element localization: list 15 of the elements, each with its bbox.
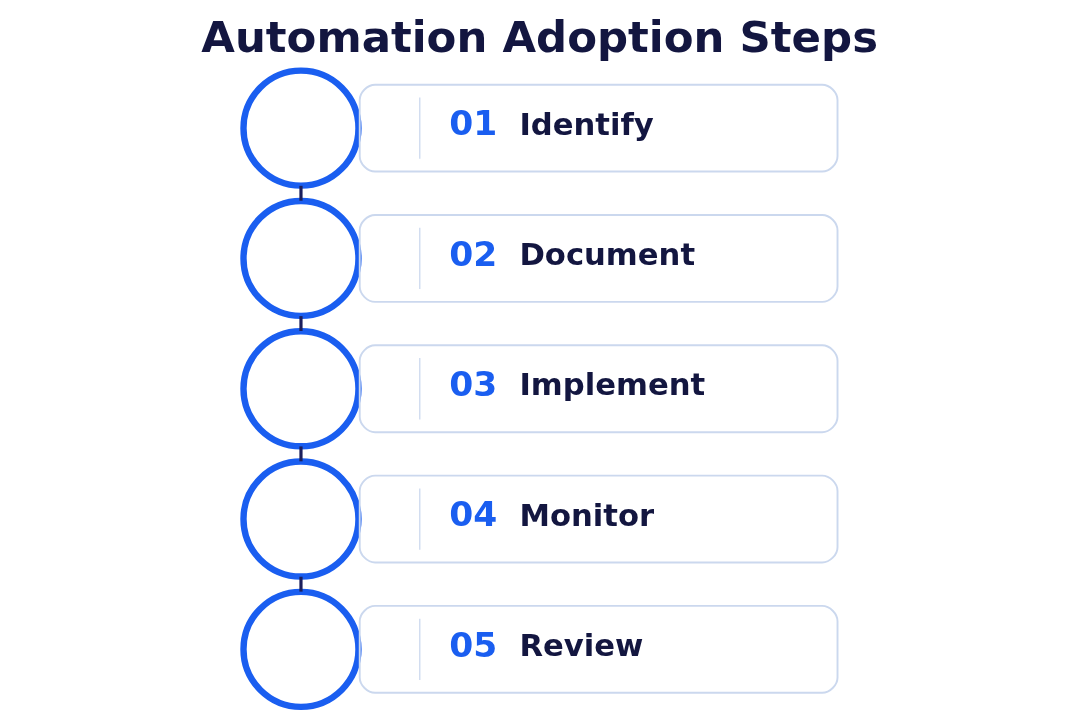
node-circle: [239, 328, 362, 450]
node-circle: [239, 458, 362, 580]
node-circle: [239, 67, 362, 189]
node-circle: [239, 588, 362, 711]
node-box: 05 Review: [358, 604, 838, 694]
connector: [298, 316, 303, 332]
diagram-title: Automation Adoption Steps: [200, 11, 878, 62]
node-circle: [239, 197, 362, 320]
connector: [298, 446, 303, 462]
node-box: 02 Document: [358, 214, 838, 303]
node-box: 04 Monitor: [358, 474, 838, 564]
connector: [298, 576, 303, 592]
node-box: 03 Implement: [358, 344, 838, 434]
connector: [298, 185, 303, 201]
node-box: 01 Identify: [358, 83, 838, 173]
